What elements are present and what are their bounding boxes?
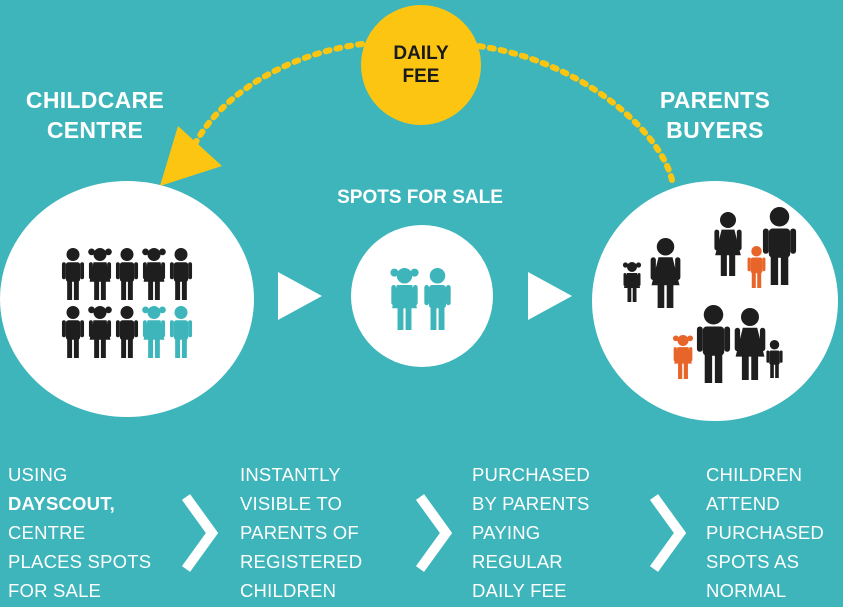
girl-icon bbox=[622, 262, 642, 302]
girl-icon bbox=[390, 268, 419, 330]
boy-icon bbox=[424, 268, 451, 330]
step-2-text: INSTANTLY VISIBLE TO PARENTS OF REGISTER… bbox=[240, 464, 363, 601]
boy-icon bbox=[747, 246, 766, 288]
boy-icon bbox=[61, 306, 85, 358]
girl-icon bbox=[672, 335, 694, 379]
spots-circle bbox=[351, 225, 493, 367]
dayscout-brand: DAYSCOUT, bbox=[8, 493, 116, 514]
parents-buyers-title: PARENTS BUYERS bbox=[659, 87, 771, 143]
boy-icon bbox=[169, 248, 193, 300]
boy-icon bbox=[115, 248, 139, 300]
step-4-text: CHILDREN ATTEND PURCHASED SPOTS AS NORMA… bbox=[706, 464, 824, 601]
chevron-right-icon bbox=[415, 494, 453, 572]
girl-icon bbox=[88, 306, 112, 358]
boy-icon bbox=[115, 306, 139, 358]
step-3-text: PURCHASED BY PARENTS PAYING REGULAR DAIL… bbox=[472, 464, 590, 601]
man-icon bbox=[696, 305, 731, 383]
step-1-text: USING DAYSCOUT, CENTRE PLACES SPOTS FOR … bbox=[8, 464, 152, 601]
girl-icon bbox=[142, 248, 166, 300]
woman-icon bbox=[734, 308, 766, 380]
boy-icon bbox=[169, 306, 193, 358]
woman-icon bbox=[714, 212, 742, 276]
fee-line-1: DAILY bbox=[393, 43, 449, 64]
fee-line-2: FEE bbox=[402, 66, 440, 87]
childcare-circle bbox=[0, 181, 254, 417]
play-arrow-icon bbox=[528, 272, 572, 320]
girl-icon bbox=[88, 248, 112, 300]
man-icon bbox=[762, 207, 797, 285]
daily-fee-badge: DAILY FEE bbox=[361, 5, 481, 125]
chevron-right-icon bbox=[649, 494, 687, 572]
boy-icon bbox=[61, 248, 85, 300]
arrowhead-icon bbox=[160, 126, 222, 186]
chevron-right-icon bbox=[181, 494, 219, 572]
spots-for-sale-title: SPOTS FOR SALE bbox=[337, 187, 503, 208]
boy-icon bbox=[766, 340, 783, 378]
woman-icon bbox=[650, 238, 681, 308]
play-arrow-icon bbox=[278, 272, 322, 320]
girl-icon bbox=[142, 306, 166, 358]
childcare-centre-title: CHILDCARE CENTRE bbox=[25, 87, 165, 143]
